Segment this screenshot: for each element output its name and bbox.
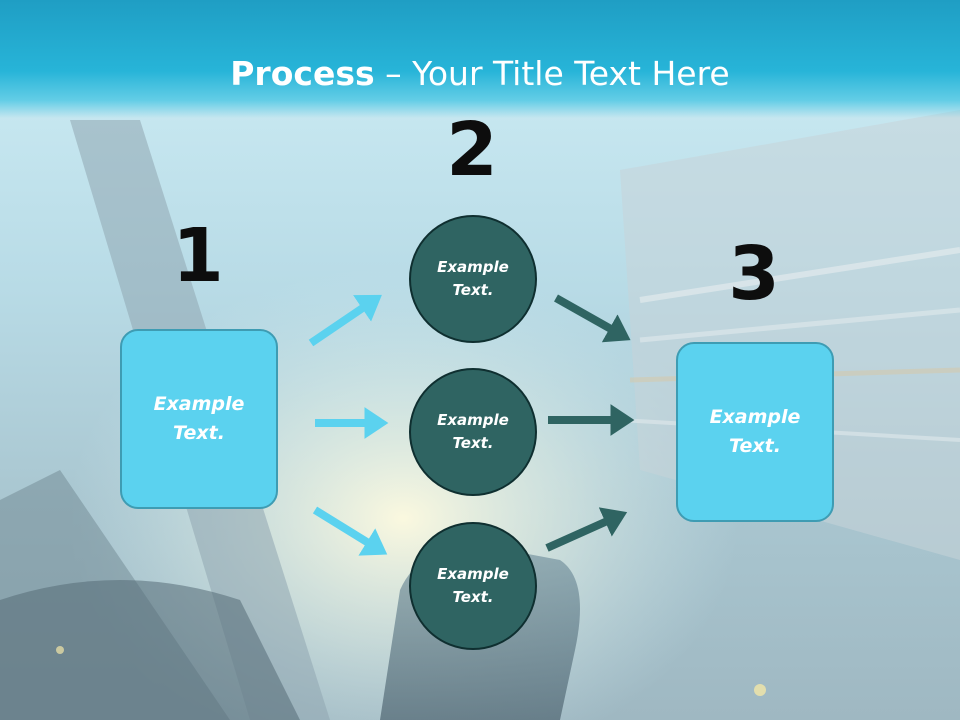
step-3-box: Example Text. [676, 342, 834, 522]
step-2-bottom-text: Example Text. [437, 565, 509, 606]
arrow-2-top-to-3 [554, 294, 631, 343]
step-1-text: Example Text. [153, 393, 245, 444]
slide-title: Process – Your Title Text Here [0, 52, 960, 96]
step-1-box: Example Text. [120, 329, 278, 509]
step-3-number: 3 [728, 231, 780, 317]
step-2-circle-top: Example Text. [409, 215, 537, 343]
step-2-number: 2 [446, 107, 498, 193]
title-band [0, 0, 960, 118]
arrow-2-bottom-to-3 [545, 507, 628, 552]
title-bold: Process [230, 54, 375, 93]
step-2-circle-middle: Example Text. [409, 368, 537, 496]
step-2-circle-bottom: Example Text. [409, 522, 537, 650]
step-1-number: 1 [172, 213, 224, 299]
title-rest: – Your Title Text Here [374, 54, 730, 93]
arrow-1-to-2-top [308, 294, 382, 347]
step-2-top-text: Example Text. [437, 258, 509, 299]
step-3-text: Example Text. [709, 406, 801, 457]
arrow-1-to-2-bottom [312, 506, 388, 556]
step-2-middle-text: Example Text. [437, 411, 509, 452]
